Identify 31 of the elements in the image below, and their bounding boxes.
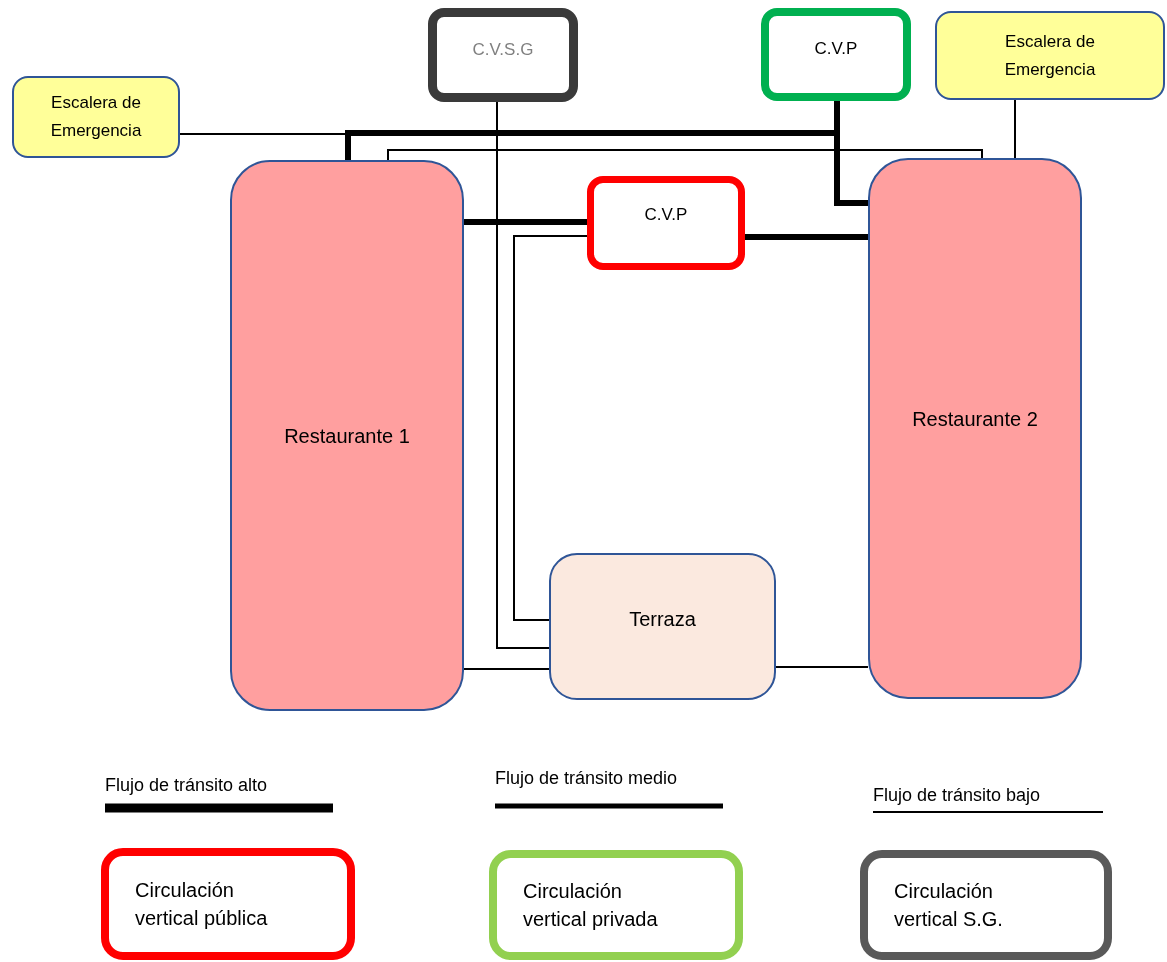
service-box <box>428 8 578 102</box>
legend-label: Flujo de tránsito alto <box>105 774 268 797</box>
connector-line <box>745 234 868 240</box>
restaurant-area <box>868 158 1082 699</box>
node-label: C.V.S.G <box>472 39 534 61</box>
restaurant-area <box>230 160 464 711</box>
node-label: Escalera de Emergencia <box>49 92 143 142</box>
node-label: C.V.P <box>644 204 688 226</box>
terrace-area <box>549 553 776 700</box>
connector-line <box>775 666 869 668</box>
private-circulation-box <box>761 8 911 101</box>
node-label: Terraza <box>629 607 696 632</box>
connector-line <box>179 133 349 161</box>
connector-line <box>464 219 587 225</box>
legend-label: Flujo de tránsito bajo <box>873 784 1041 807</box>
node-label: Restaurante 2 <box>912 406 1038 432</box>
node-label: C.V.P <box>814 38 858 60</box>
stair-box <box>935 11 1165 100</box>
node-label: Escalera de Emergencia <box>1003 30 1097 81</box>
connector-line <box>496 101 550 649</box>
legend-label: Circulación vertical privada <box>523 879 659 932</box>
node-label: Restaurante 1 <box>284 423 410 449</box>
public-circulation-box <box>587 176 745 270</box>
connector-line <box>513 235 588 621</box>
connector-line <box>387 149 983 161</box>
connector-line <box>1014 99 1016 159</box>
connector-line <box>463 668 550 670</box>
legend-label: Flujo de tránsito medio <box>495 767 678 790</box>
stair-box <box>12 76 180 158</box>
legend-label: Circulación vertical S.G. <box>894 879 1004 932</box>
legend-label: Circulación vertical pública <box>135 878 269 931</box>
